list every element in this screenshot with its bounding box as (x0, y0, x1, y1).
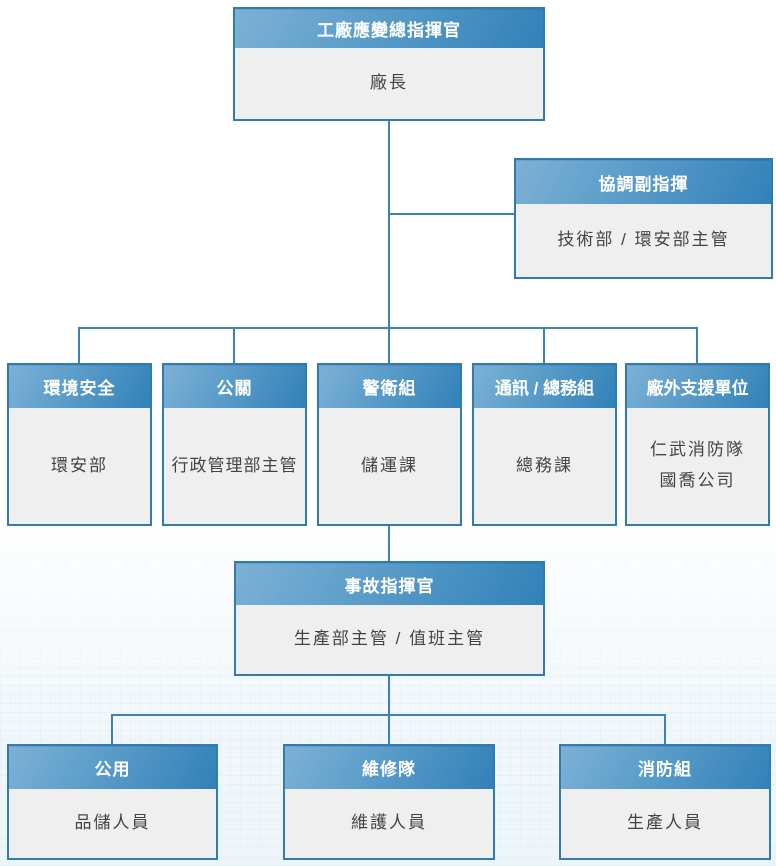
node-guard-title: 警衛組 (319, 365, 460, 408)
node-maintenance-title: 維修隊 (285, 746, 493, 789)
node-guard: 警衛組 儲運課 (317, 363, 462, 526)
node-commander: 工廠應變總指揮官 廠長 (233, 7, 545, 121)
node-public-relations-subtitle: 行政管理部主管 (171, 455, 298, 475)
node-env-safety: 環境安全 環安部 (7, 363, 152, 526)
node-fire: 消防組 生產人員 (559, 744, 771, 860)
connector-stub-env-safety (78, 327, 80, 365)
node-external-support-subtitle: 仁武消防隊 國喬公司 (627, 408, 768, 524)
connector-stub-utility (111, 714, 113, 744)
connector-stub-public-relations (233, 327, 235, 365)
connector-deputy-branch (388, 213, 514, 215)
node-utility-title: 公用 (9, 746, 216, 789)
connector-commander-down (388, 121, 390, 327)
connector-stub-external-support (696, 327, 698, 365)
node-maintenance-subtitle: 維護人員 (351, 813, 427, 833)
node-external-support-title: 廠外支援單位 (627, 365, 768, 408)
connector-stub-maintenance (388, 714, 390, 744)
node-incident-commander-title: 事故指揮官 (236, 563, 543, 605)
node-deputy: 協調副指揮 技術部 / 環安部主管 (514, 158, 773, 279)
node-comms-general-title: 通訊 / 總務組 (474, 365, 615, 408)
node-incident-commander: 事故指揮官 生產部主管 / 值班主管 (234, 561, 545, 676)
node-external-support-subtitle-line2: 國喬公司 (659, 471, 736, 490)
node-env-safety-title: 環境安全 (9, 365, 150, 408)
node-comms-general: 通訊 / 總務組 總務課 (472, 363, 617, 526)
node-commander-subtitle: 廠長 (370, 73, 408, 93)
connector-stub-fire (664, 714, 666, 744)
connector-incident-down (388, 676, 390, 714)
connector-stub-guard (388, 327, 390, 365)
node-fire-title: 消防組 (561, 746, 769, 789)
node-env-safety-subtitle: 環安部 (51, 455, 108, 475)
node-maintenance: 維修隊 維護人員 (283, 744, 495, 860)
node-public-relations-title: 公關 (164, 365, 305, 408)
node-guard-subtitle: 儲運課 (361, 455, 418, 475)
node-incident-commander-subtitle: 生產部主管 / 值班主管 (293, 629, 486, 649)
connector-guard-incident (388, 526, 390, 561)
node-deputy-subtitle: 技術部 / 環安部主管 (557, 230, 730, 250)
node-commander-title: 工廠應變總指揮官 (235, 9, 543, 48)
node-external-support-subtitle-line1: 仁武消防隊 (650, 440, 745, 460)
node-external-support: 廠外支援單位 仁武消防隊 國喬公司 (625, 363, 770, 526)
node-public-relations: 公關 行政管理部主管 (162, 363, 307, 526)
node-utility-subtitle: 品儲人員 (74, 813, 151, 833)
node-utility: 公用 品儲人員 (7, 744, 218, 860)
node-fire-subtitle: 生產人員 (627, 813, 703, 833)
connector-stub-comms-general (543, 327, 545, 365)
node-comms-general-subtitle: 總務課 (516, 455, 573, 475)
node-deputy-title: 協調副指揮 (516, 160, 771, 204)
